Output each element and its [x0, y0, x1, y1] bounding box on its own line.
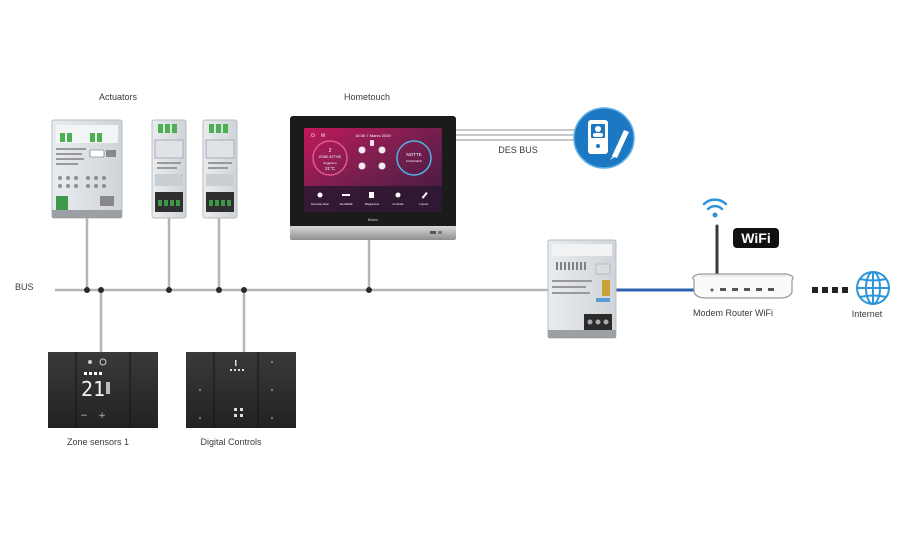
zones-label: ZONE ATTIVE	[319, 155, 342, 159]
mode-tile	[396, 140, 432, 176]
mode-name: NOTTE	[406, 152, 421, 157]
screen-header: 16:30 7 Marzo 2019	[355, 133, 391, 138]
hometouch-brand: Bticino	[368, 218, 379, 222]
sensor-mode-icon	[88, 360, 92, 364]
modem-router-label: Modem Router WiFi	[692, 308, 774, 318]
internet-globe-icon	[856, 271, 890, 305]
screen-tab: Impost.	[419, 202, 428, 206]
zones-tile	[312, 140, 348, 176]
bus-node	[216, 287, 222, 293]
bus-node	[166, 287, 172, 293]
wifi-badge-text: WiFi	[741, 230, 770, 246]
gateway-module	[547, 239, 617, 339]
zone-temp: 21°C	[325, 166, 336, 171]
screen-tab: Scenario Scen	[311, 202, 330, 206]
video-intercom-icon	[573, 107, 635, 169]
wifi-badge: WiFi	[733, 228, 779, 248]
zones-count: 2	[329, 148, 332, 154]
screen-bottom-icons	[317, 192, 428, 199]
bus-wiring	[55, 218, 548, 352]
bus-node	[366, 287, 372, 293]
plus-icon: +	[98, 411, 106, 421]
actuator-small-1	[151, 119, 187, 219]
bus-label: BUS	[15, 282, 34, 292]
screen-tab: Controllo	[392, 202, 404, 206]
hometouch-label: Hometouch	[343, 92, 391, 102]
des-bus-wiring	[456, 129, 578, 141]
actuators-label: Actuators	[98, 92, 138, 102]
mode-detail: 6 Parzializzi	[406, 159, 422, 163]
des-bus-label: DES BUS	[498, 145, 538, 155]
internet-link-dots	[812, 287, 848, 293]
actuator-large	[51, 119, 123, 219]
bus-node	[241, 287, 247, 293]
power-icon: ⏻	[311, 133, 315, 139]
zone-name: Soggiorno	[323, 161, 337, 165]
screen-tab: Sensibilità	[340, 202, 353, 206]
screen-center-icons	[358, 140, 386, 170]
sensor-fan-icon	[99, 358, 107, 366]
modem-router	[692, 224, 794, 299]
bus-node	[84, 287, 90, 293]
internet-label: Internet	[851, 309, 883, 319]
minus-icon: −	[80, 411, 88, 421]
digital-controls-panel	[186, 352, 296, 428]
actuator-small-2	[202, 119, 238, 219]
zone-sensor-panel: 21 − +	[48, 352, 158, 428]
bus-node	[98, 287, 104, 293]
zone-sensors-label: Zone sensors 1	[66, 437, 130, 447]
sensor-temp-display: 21	[81, 377, 105, 401]
mail-icon: ✉	[321, 133, 326, 139]
hometouch-device: 16:30 7 Marzo 2019 ⏻ ✉ 2 ZONE ATTIVE Sog…	[290, 116, 456, 240]
wifi-signal-icon	[702, 198, 728, 218]
screen-tab: Diagramme	[365, 202, 380, 206]
digital-controls-label: Digital Controls	[200, 437, 262, 447]
